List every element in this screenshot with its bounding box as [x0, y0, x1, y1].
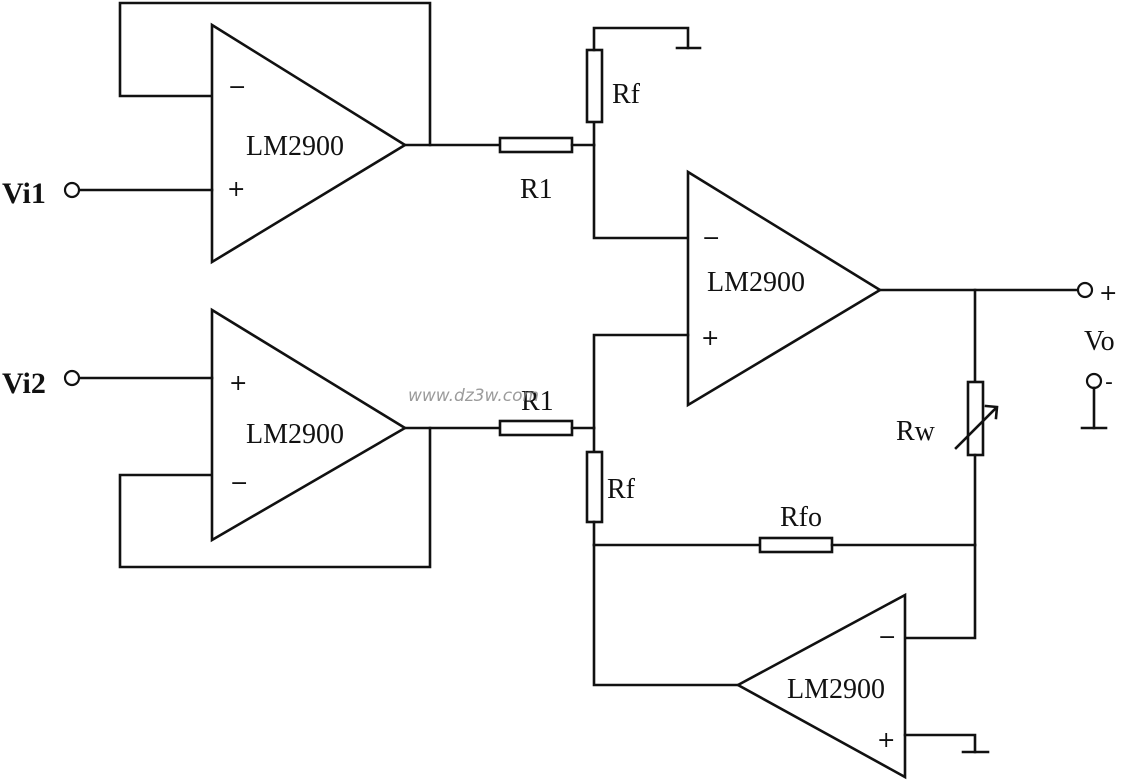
opamp-3-triangle — [686, 169, 883, 408]
opamp-2-label: LM2900 — [246, 419, 344, 450]
opamp-3-minus-sign: − — [702, 226, 720, 251]
opamp-4-plus-ground-wire — [903, 733, 977, 754]
opamp-2-feedback-wire — [118, 426, 432, 569]
rw-label: Rw — [896, 416, 936, 447]
opamp-3-plus-sign: + — [701, 326, 719, 351]
opamp-4-label: LM2900 — [787, 674, 885, 705]
resistor-rf-bottom: Rf — [585, 426, 636, 547]
rf-bottom-label: Rf — [607, 474, 636, 505]
opamp-2-plus-sign: + — [229, 371, 247, 396]
rw-body — [966, 380, 985, 457]
input-vi2: Vi2 — [2, 367, 214, 400]
opamp-4-minus-sign: − — [878, 625, 896, 650]
wire-to-opamp-4-minus — [903, 543, 977, 640]
opamp-1-label: LM2900 — [246, 131, 344, 162]
rf-top-label: Rf — [612, 79, 641, 110]
opamp-1-plus-sign: + — [227, 177, 245, 202]
rw-arrow-line — [954, 406, 998, 450]
opamp-4: − + LM2900 — [735, 592, 990, 780]
r1-top-label: R1 — [520, 174, 553, 205]
output-minus-terminal — [1085, 372, 1103, 390]
watermark-text: www.dz3w.com — [408, 386, 539, 406]
opamp-2-minus-sign: − — [230, 471, 248, 496]
output-vo: + Vo - — [878, 281, 1117, 430]
output-plus-sign: + — [1099, 281, 1117, 306]
rfo-label: Rfo — [780, 502, 822, 533]
opamp-2-triangle — [210, 307, 408, 543]
resistor-rfo: Rfo — [592, 502, 977, 554]
wire-to-opamp-4-output — [592, 543, 740, 687]
opamp-4-plus-sign: + — [877, 728, 895, 753]
resistor-r1-top: R1 — [498, 136, 596, 205]
opamp-3-label: LM2900 — [707, 267, 805, 298]
input-vi1: Vi1 — [2, 177, 214, 210]
opamp-1-triangle — [210, 22, 408, 265]
vi2-terminal — [63, 369, 81, 387]
output-minus-sign: - — [1105, 370, 1113, 395]
rf-top-body — [585, 48, 604, 124]
resistor-r1-bottom: R1 — [498, 386, 596, 437]
vi2-label: Vi2 — [2, 367, 46, 400]
vi1-label: Vi1 — [2, 177, 46, 210]
rf-top-ground-wire — [592, 26, 690, 52]
resistor-rf-top: Rf — [585, 26, 702, 147]
opamp-1: − + LM2900 — [118, 1, 502, 265]
wire-to-opamp-3-minus — [592, 143, 690, 240]
opamp-2: + − LM2900 — [118, 307, 502, 569]
opamp-4-triangle — [735, 592, 907, 780]
opamp-1-feedback-wire — [118, 1, 432, 147]
r1-bottom-label: R1 — [521, 386, 554, 417]
rfo-body — [758, 536, 834, 554]
r1-bottom-body — [498, 419, 574, 437]
r1-top-body — [498, 136, 574, 154]
output-plus-terminal — [1076, 281, 1094, 299]
rw-arrow-head — [984, 404, 999, 420]
resistor-rw: Rw — [896, 288, 999, 547]
vi1-terminal — [63, 181, 81, 199]
output-label: Vo — [1084, 326, 1115, 357]
opamp-3: − + LM2900 — [686, 169, 883, 408]
rf-bottom-body — [585, 450, 604, 524]
opamp-1-minus-sign: − — [228, 75, 246, 100]
wire-to-opamp-3-plus — [592, 333, 690, 430]
